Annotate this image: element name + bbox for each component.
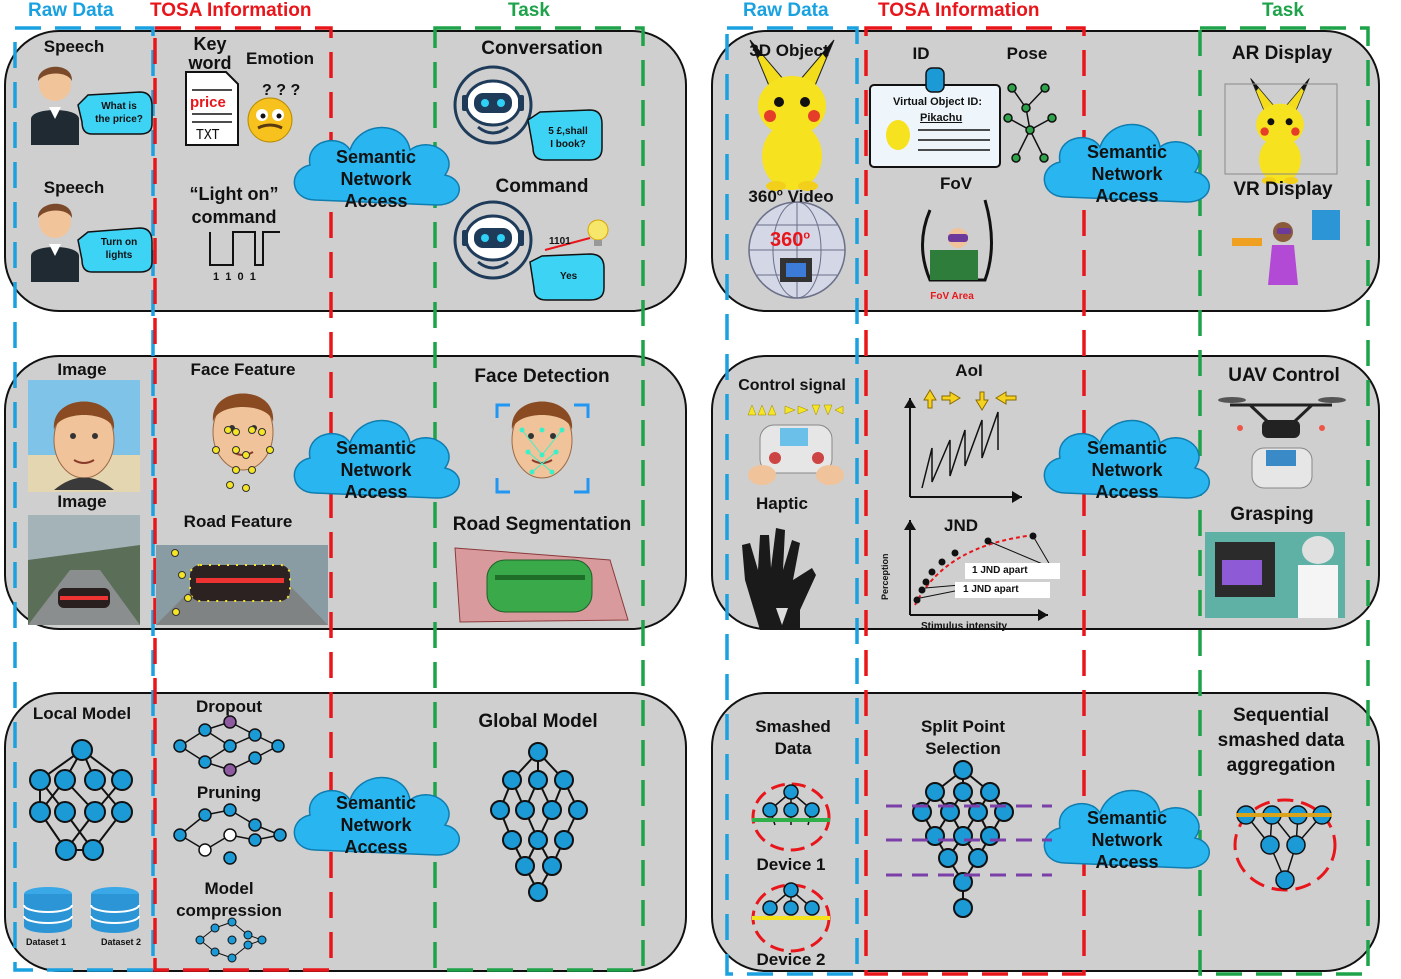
vr-display-task-label: VR Display — [1233, 179, 1333, 200]
id-label: ID — [912, 44, 930, 63]
globe-360-text: 360o — [770, 229, 811, 251]
right-raw-data-header: Raw Data — [743, 0, 829, 21]
dataset-1-label: Dataset 1 — [25, 937, 67, 947]
ar-display-task-label: AR Display — [1231, 43, 1333, 64]
light-on-command-label: “Light on”command — [189, 184, 279, 227]
grasping-task-label: Grasping — [1230, 504, 1314, 525]
haptic-label: Haptic — [756, 494, 808, 513]
control-signal-label: Control signal — [738, 377, 846, 394]
pose-label: Pose — [1006, 44, 1048, 63]
360-video-label: 360o Video — [748, 187, 834, 206]
global-model-task-label: Global Model — [478, 711, 598, 732]
face-feature-label: Face Feature — [190, 360, 296, 379]
device-1-label: Device 1 — [756, 855, 826, 874]
local-model-label: Local Model — [32, 704, 132, 723]
road-feature-label: Road Feature — [183, 512, 293, 531]
command-bits-label: 1 1 0 1 — [213, 271, 256, 283]
pikachu-id-text: Pikachu — [920, 112, 963, 124]
fov-area-label: FoV Area — [930, 291, 974, 302]
xr-panel — [711, 30, 1380, 312]
command-code-label: 1101 — [549, 236, 571, 247]
doc-keyword-text: price — [190, 94, 226, 111]
3d-object-label: 3D Object — [749, 41, 829, 60]
dropout-label: Dropout — [195, 697, 263, 716]
control-panel — [711, 355, 1380, 630]
device-2-label: Device 2 — [756, 950, 826, 969]
conversation-task-label: Conversation — [481, 38, 603, 59]
reply-text-2: Yes — [560, 271, 578, 282]
jnd-y-axis-label: Perception — [880, 553, 890, 600]
image-label-1: Image — [57, 360, 107, 379]
left-raw-data-header: Raw Data — [28, 0, 114, 21]
jnd-note-2: 1 JND apart — [963, 584, 1019, 595]
right-tosa-header: TOSA Information — [878, 0, 1040, 21]
command-task-label: Command — [495, 176, 589, 197]
left-task-header: Task — [508, 0, 550, 21]
jnd-label: JND — [943, 516, 979, 535]
face-detection-task-label: Face Detection — [474, 366, 610, 387]
left-tosa-header: TOSA Information — [150, 0, 312, 21]
fov-label: FoV — [939, 174, 973, 193]
jnd-x-axis-label: Stimulus intensity — [921, 621, 1008, 632]
pruning-label: Pruning — [196, 783, 262, 802]
right-task-header: Task — [1262, 0, 1304, 21]
doc-extension-text: TXT — [196, 128, 220, 143]
aoi-label: AoI — [955, 361, 983, 380]
speech-label-1: Speech — [43, 37, 105, 56]
dataset-2-label: Dataset 2 — [100, 937, 142, 947]
road-segmentation-task-label: Road Segmentation — [452, 514, 632, 535]
jnd-note-1: 1 JND apart — [972, 565, 1028, 576]
image-label-2: Image — [57, 492, 107, 511]
uav-control-task-label: UAV Control — [1228, 365, 1340, 386]
speech-label-2: Speech — [43, 178, 105, 197]
virtual-object-id-text: Virtual Object ID: — [893, 96, 983, 108]
emotion-label: Emotion — [246, 49, 314, 68]
